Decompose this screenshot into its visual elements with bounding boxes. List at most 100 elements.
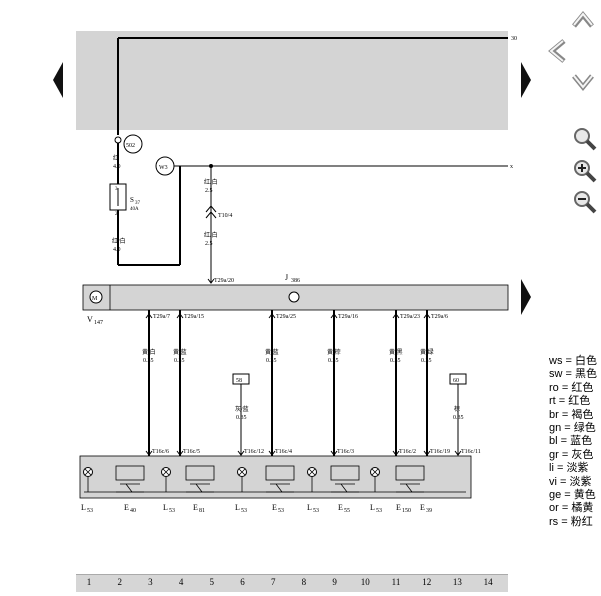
prev-page-arrow-icon[interactable]: [52, 62, 64, 98]
pin-bottom-label: T16c/6: [152, 449, 169, 455]
legend-code: br: [549, 408, 559, 421]
fuse-sub: 37: [135, 201, 141, 206]
legend-color-name: 灰色: [571, 448, 594, 461]
pin-bottom-label: T16c/19: [430, 449, 450, 455]
junction-dot: [114, 136, 122, 144]
switch-icon: [185, 465, 215, 481]
wire-size-label: 0.35: [174, 358, 185, 364]
legend-code: ge: [549, 489, 562, 502]
wire-size-label: 0.35: [390, 358, 401, 364]
legend-equals: =: [557, 435, 571, 448]
next-page-arrow-icon[interactable]: [520, 62, 532, 98]
ref-58-wire-size: 0.35: [236, 415, 247, 421]
pin-arrow: [176, 313, 184, 319]
component-sub: 53: [87, 508, 93, 514]
legend-code: ro: [549, 381, 559, 394]
j386-label: J: [285, 273, 288, 282]
switch-icon: [115, 465, 145, 481]
wire-red-size: 4.0: [113, 164, 121, 170]
scale-number: 3: [148, 577, 153, 587]
pin-bottom-label: T16c/2: [399, 449, 416, 455]
component-name: E: [338, 503, 343, 512]
pin-bottom-label: T16c/3: [337, 449, 354, 455]
legend-color-name: 淡紫: [566, 462, 589, 475]
legend-equals: =: [562, 368, 575, 381]
j386-sub: 386: [291, 278, 300, 284]
scale-number: 13: [452, 577, 462, 587]
component-name: L: [81, 503, 86, 512]
legend-row: ws = 白色: [549, 355, 597, 368]
top-bus-panel: [76, 31, 508, 130]
legend-color-name: 黄色: [573, 489, 596, 502]
v147-label: V: [87, 315, 93, 324]
fuse-rating: 40A: [130, 207, 139, 212]
legend-equals: =: [558, 515, 571, 528]
legend-color-name: 橘黄: [571, 502, 594, 515]
zoom-out-icon[interactable]: [572, 189, 598, 215]
unit-symbol-j386: [288, 291, 300, 303]
legend-code: gr: [549, 448, 559, 461]
legend-row: li = 淡紫: [549, 462, 597, 475]
next-section-arrow-icon[interactable]: [520, 279, 532, 315]
pin-arrow: [423, 313, 431, 319]
pin-top-label: T29a/6: [431, 314, 448, 320]
switch-icon: [395, 465, 425, 481]
scroll-left-icon[interactable]: [547, 38, 569, 64]
wire-rw3-label: 红/白: [204, 231, 218, 239]
pin-bottom-arrow: [176, 450, 184, 456]
zoom-in-icon[interactable]: [572, 158, 598, 184]
scroll-up-icon[interactable]: [571, 10, 595, 30]
scale-number: 1: [86, 577, 92, 587]
scroll-down-icon[interactable]: [571, 72, 595, 92]
pin-top-label: T29a/16: [338, 314, 358, 320]
pin-top-label: T29a/25: [276, 314, 296, 320]
fuse-pin-top: 3: [115, 187, 118, 192]
fuse-pin-bottom: 2: [115, 212, 118, 217]
ref-58-label: 58: [236, 378, 242, 384]
legend-color-name: 红色: [568, 395, 591, 408]
legend-code: sw: [549, 368, 563, 381]
component-sub: 53: [241, 508, 247, 514]
connector-t10-label: T10/4: [218, 213, 232, 219]
wire-rw2-label: 红/白: [204, 178, 218, 186]
legend-equals: =: [561, 489, 574, 502]
wire-color-label: 黄/黑: [389, 348, 403, 356]
scale-number: 7: [270, 577, 276, 587]
pin-top-label: T29a/15: [184, 314, 204, 320]
pin-arrow: [330, 313, 338, 319]
legend-code: or: [549, 502, 559, 515]
pin-arrow: [145, 313, 153, 319]
legend-row: rs = 粉红: [549, 516, 597, 529]
wire-red-white-label: 红/白: [112, 237, 126, 245]
pin-bottom-arrow: [392, 450, 400, 456]
pin-bottom-label: T16c/11: [461, 449, 481, 455]
wire-size-label: 0.35: [328, 358, 339, 364]
wire-size-label: 0.35: [143, 358, 154, 364]
legend-equals: =: [556, 475, 570, 488]
wire-color-label: 黄/白: [142, 348, 156, 356]
legend-row: ro = 红色: [549, 382, 597, 395]
pin-bottom-arrow: [330, 450, 338, 456]
bus-x-label: x: [510, 164, 513, 170]
component-name: L: [235, 503, 240, 512]
pin-bottom-arrow: [237, 450, 245, 456]
ref-58-wire-label: 灰/蓝: [235, 405, 249, 413]
wire-color-label: 黄/蓝: [265, 348, 279, 356]
wire-rw3-size: 2.5: [205, 241, 213, 247]
legend-color-name: 黑色: [575, 368, 597, 381]
legend-code: vi: [549, 475, 557, 488]
fuse-name: S: [130, 196, 134, 204]
pin-bottom-arrow: [423, 450, 431, 456]
magnifier-icon[interactable]: [572, 126, 598, 152]
component-symbols: [83, 465, 466, 493]
component-name: L: [370, 503, 375, 512]
wire-color-label: 黄/蓝: [173, 348, 187, 356]
ground-502-marker: [123, 134, 143, 154]
pin-bottom-label: T16c/5: [183, 449, 200, 455]
legend-equals: =: [558, 502, 572, 515]
legend-code: gn: [549, 422, 562, 435]
